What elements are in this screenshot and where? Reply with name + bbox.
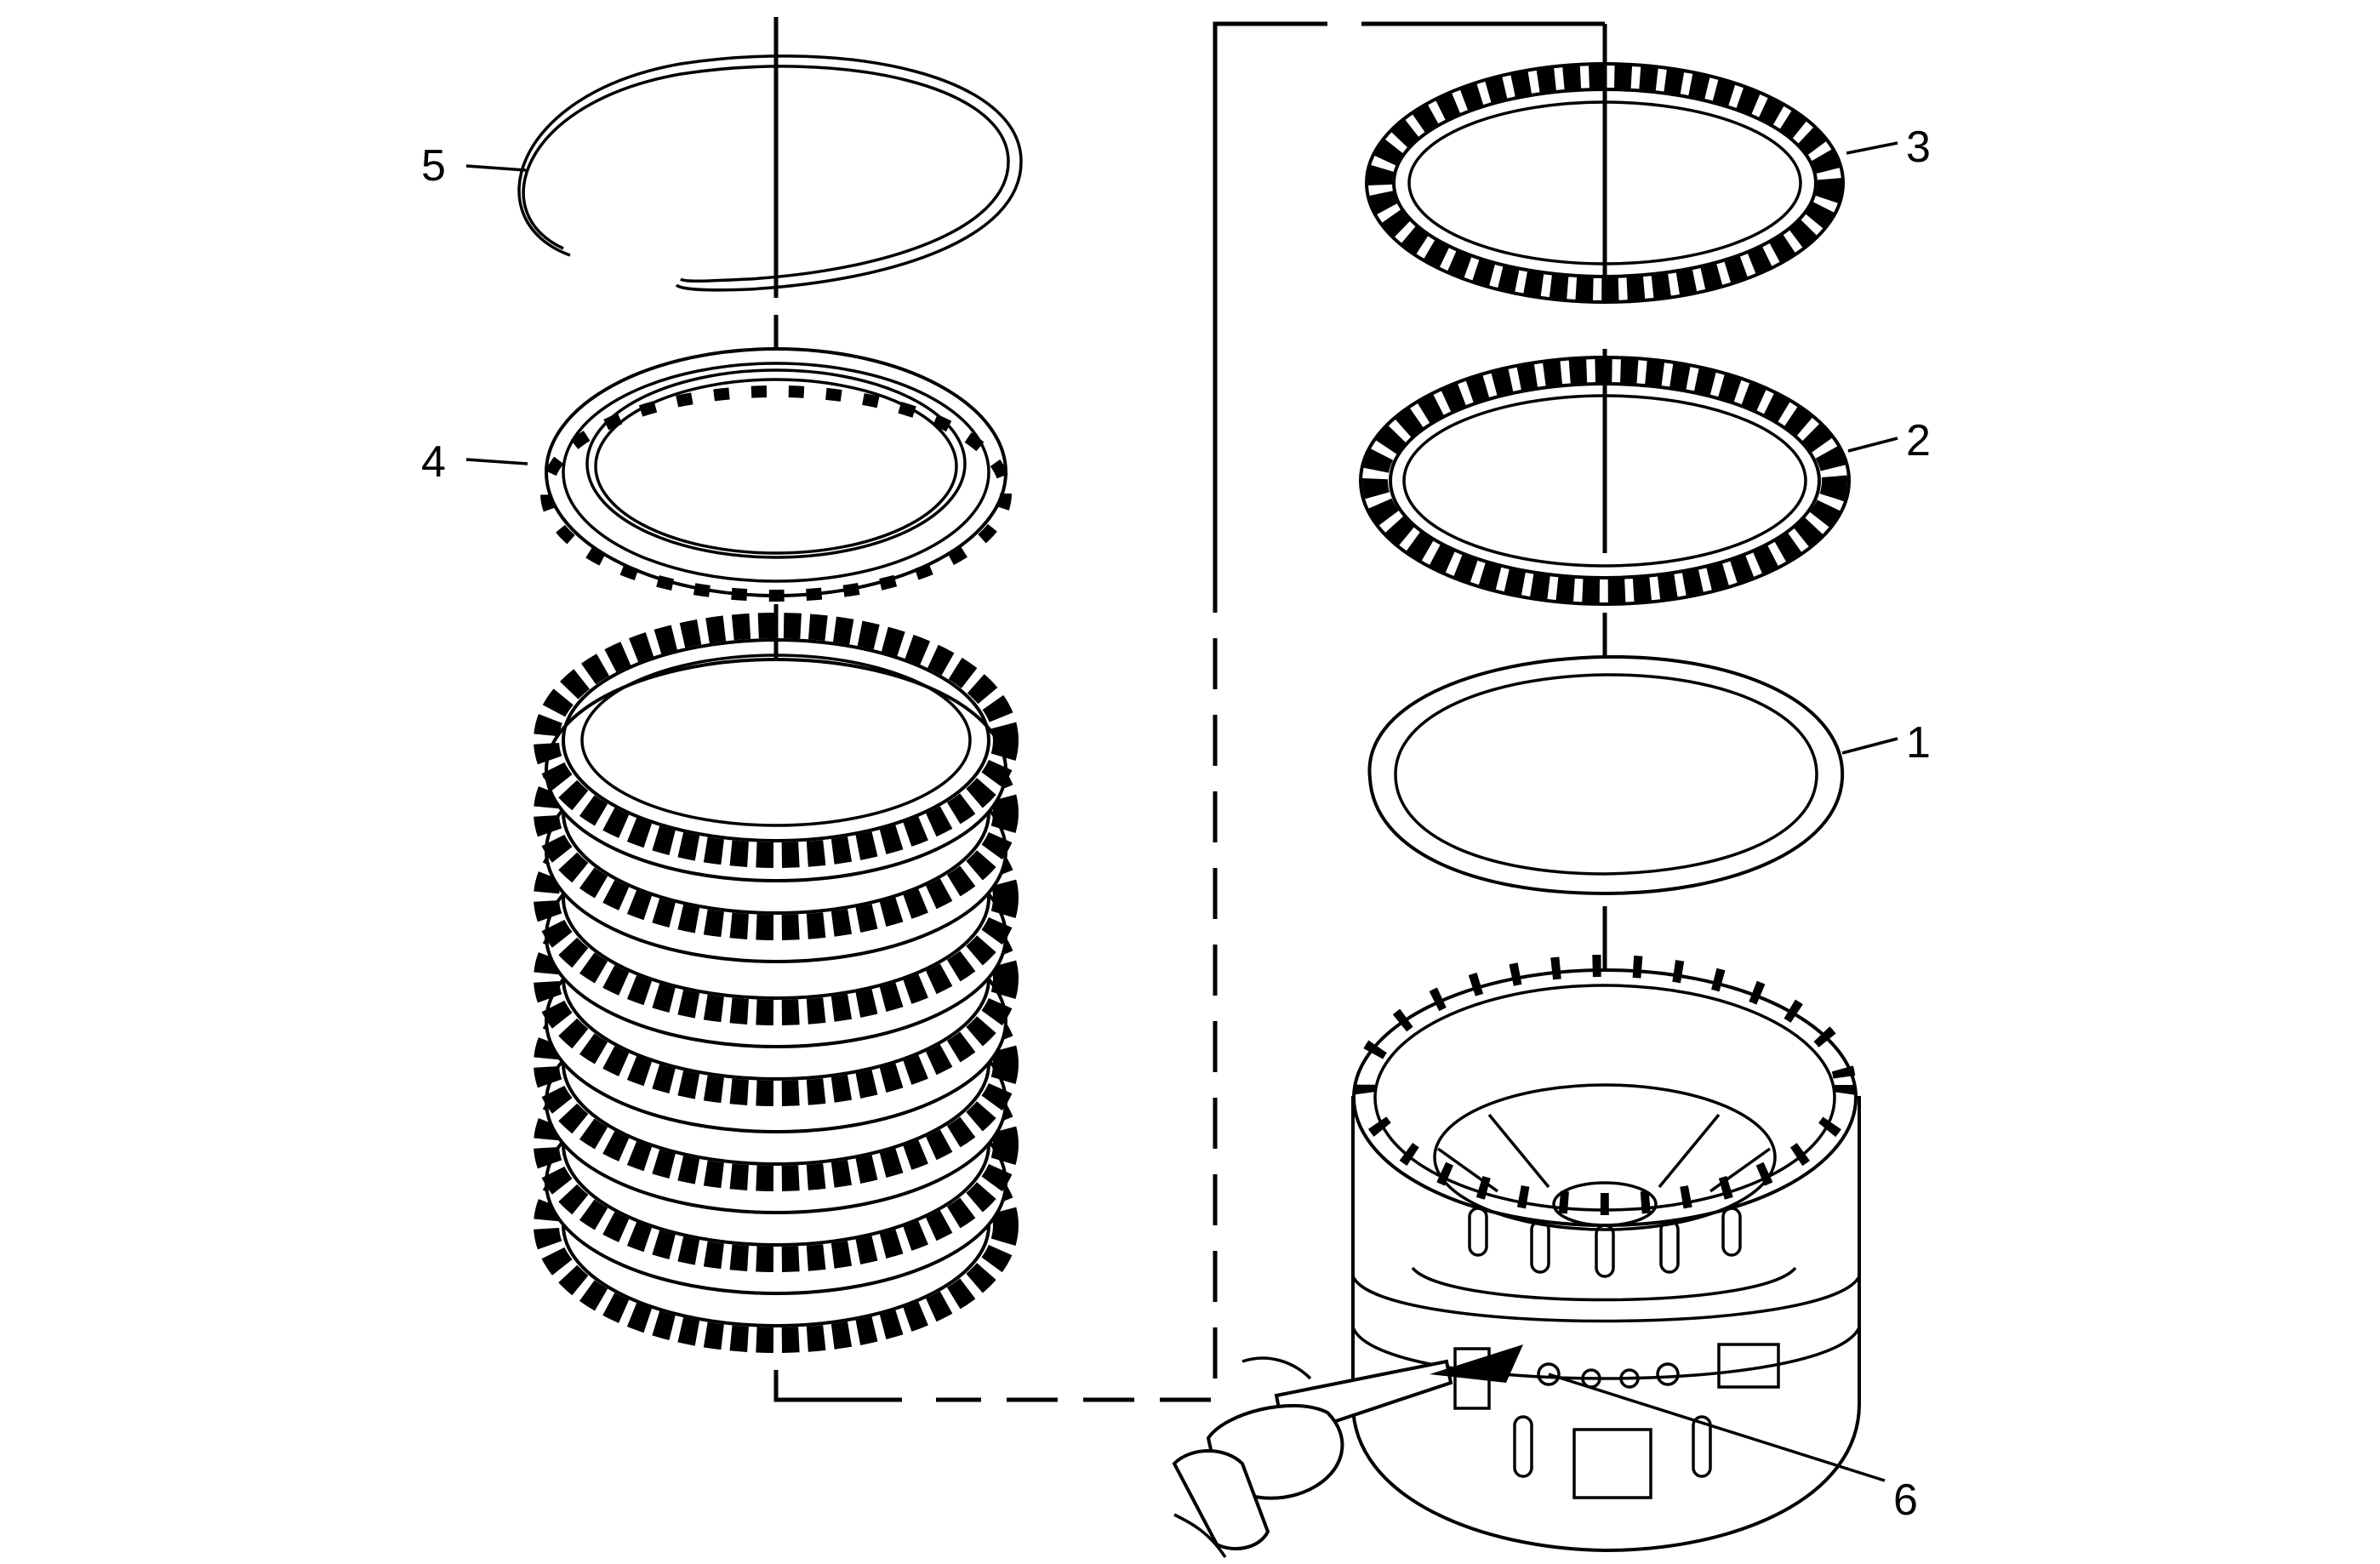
friction-plate-upper xyxy=(1365,62,1845,304)
backing-plate xyxy=(540,347,1012,602)
callout-6: 6 xyxy=(1893,1476,1918,1525)
callout-2: 2 xyxy=(1906,416,1931,465)
callout-4: 4 xyxy=(421,437,446,487)
housing-slots xyxy=(1453,1207,1780,1499)
snap-ring xyxy=(517,54,1023,292)
clutch-housing xyxy=(1351,955,1861,1553)
leader-lines xyxy=(465,141,1898,1482)
callout-labels: 5 4 3 2 1 6 xyxy=(421,123,1931,1525)
clutch-pack-stack xyxy=(534,613,1019,1353)
callout-1: 1 xyxy=(1906,718,1931,768)
apply-plate xyxy=(1367,654,1845,896)
air-nozzle xyxy=(1172,1344,1523,1558)
friction-plate-lower xyxy=(1359,356,1851,606)
callout-3: 3 xyxy=(1906,123,1931,172)
callout-5: 5 xyxy=(421,141,446,191)
